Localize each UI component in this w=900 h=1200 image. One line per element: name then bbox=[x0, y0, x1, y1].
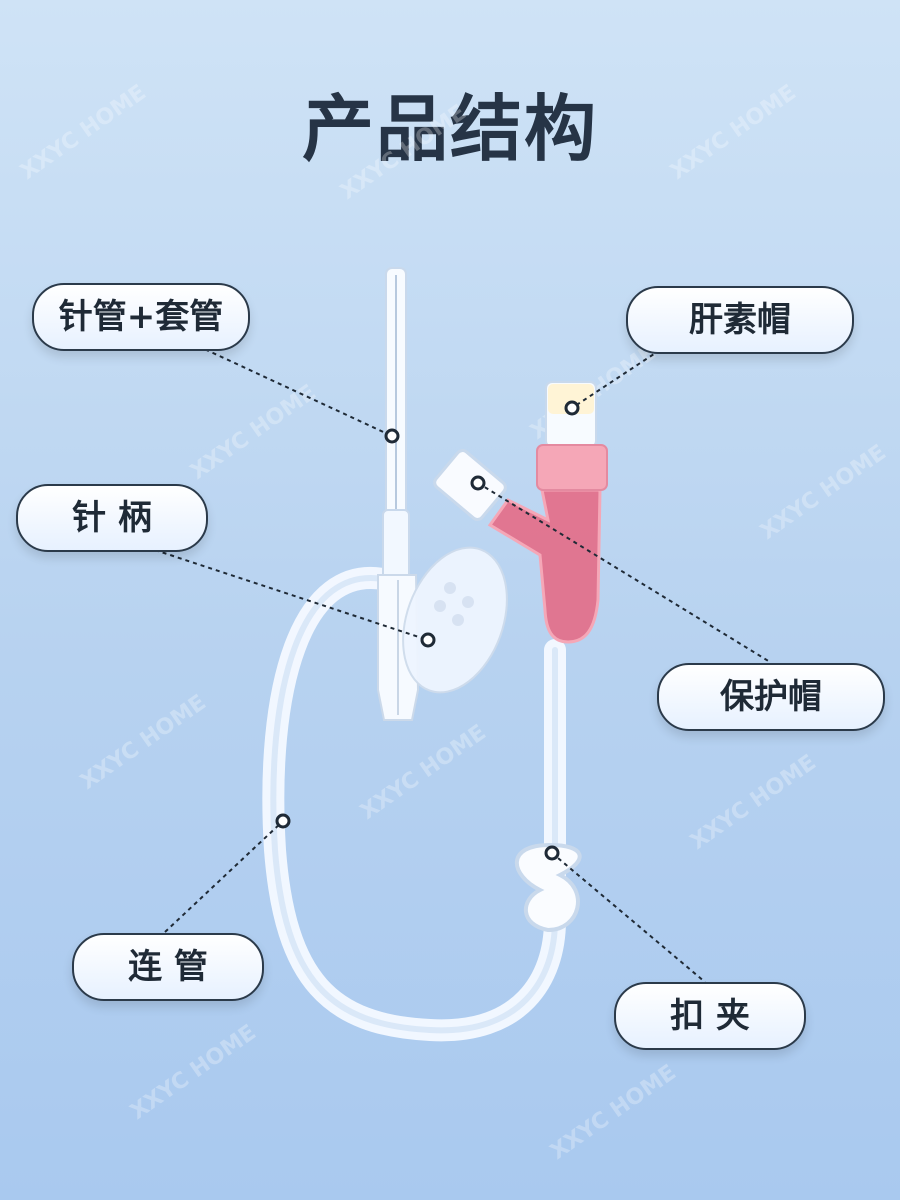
label-needle-cannula: 针管+套管 bbox=[32, 283, 250, 351]
protective-cap bbox=[433, 449, 507, 521]
label-needle-handle: 针 柄 bbox=[16, 484, 208, 552]
y-connector bbox=[490, 490, 600, 642]
label-clamp: 扣 夹 bbox=[614, 982, 806, 1050]
label-heparin-cap: 肝素帽 bbox=[626, 286, 854, 354]
label-connecting-tube: 连 管 bbox=[72, 933, 264, 1001]
label-protective-cap: 保护帽 bbox=[657, 663, 885, 731]
clamp bbox=[514, 842, 582, 933]
page-title: 产品结构 bbox=[301, 87, 598, 171]
